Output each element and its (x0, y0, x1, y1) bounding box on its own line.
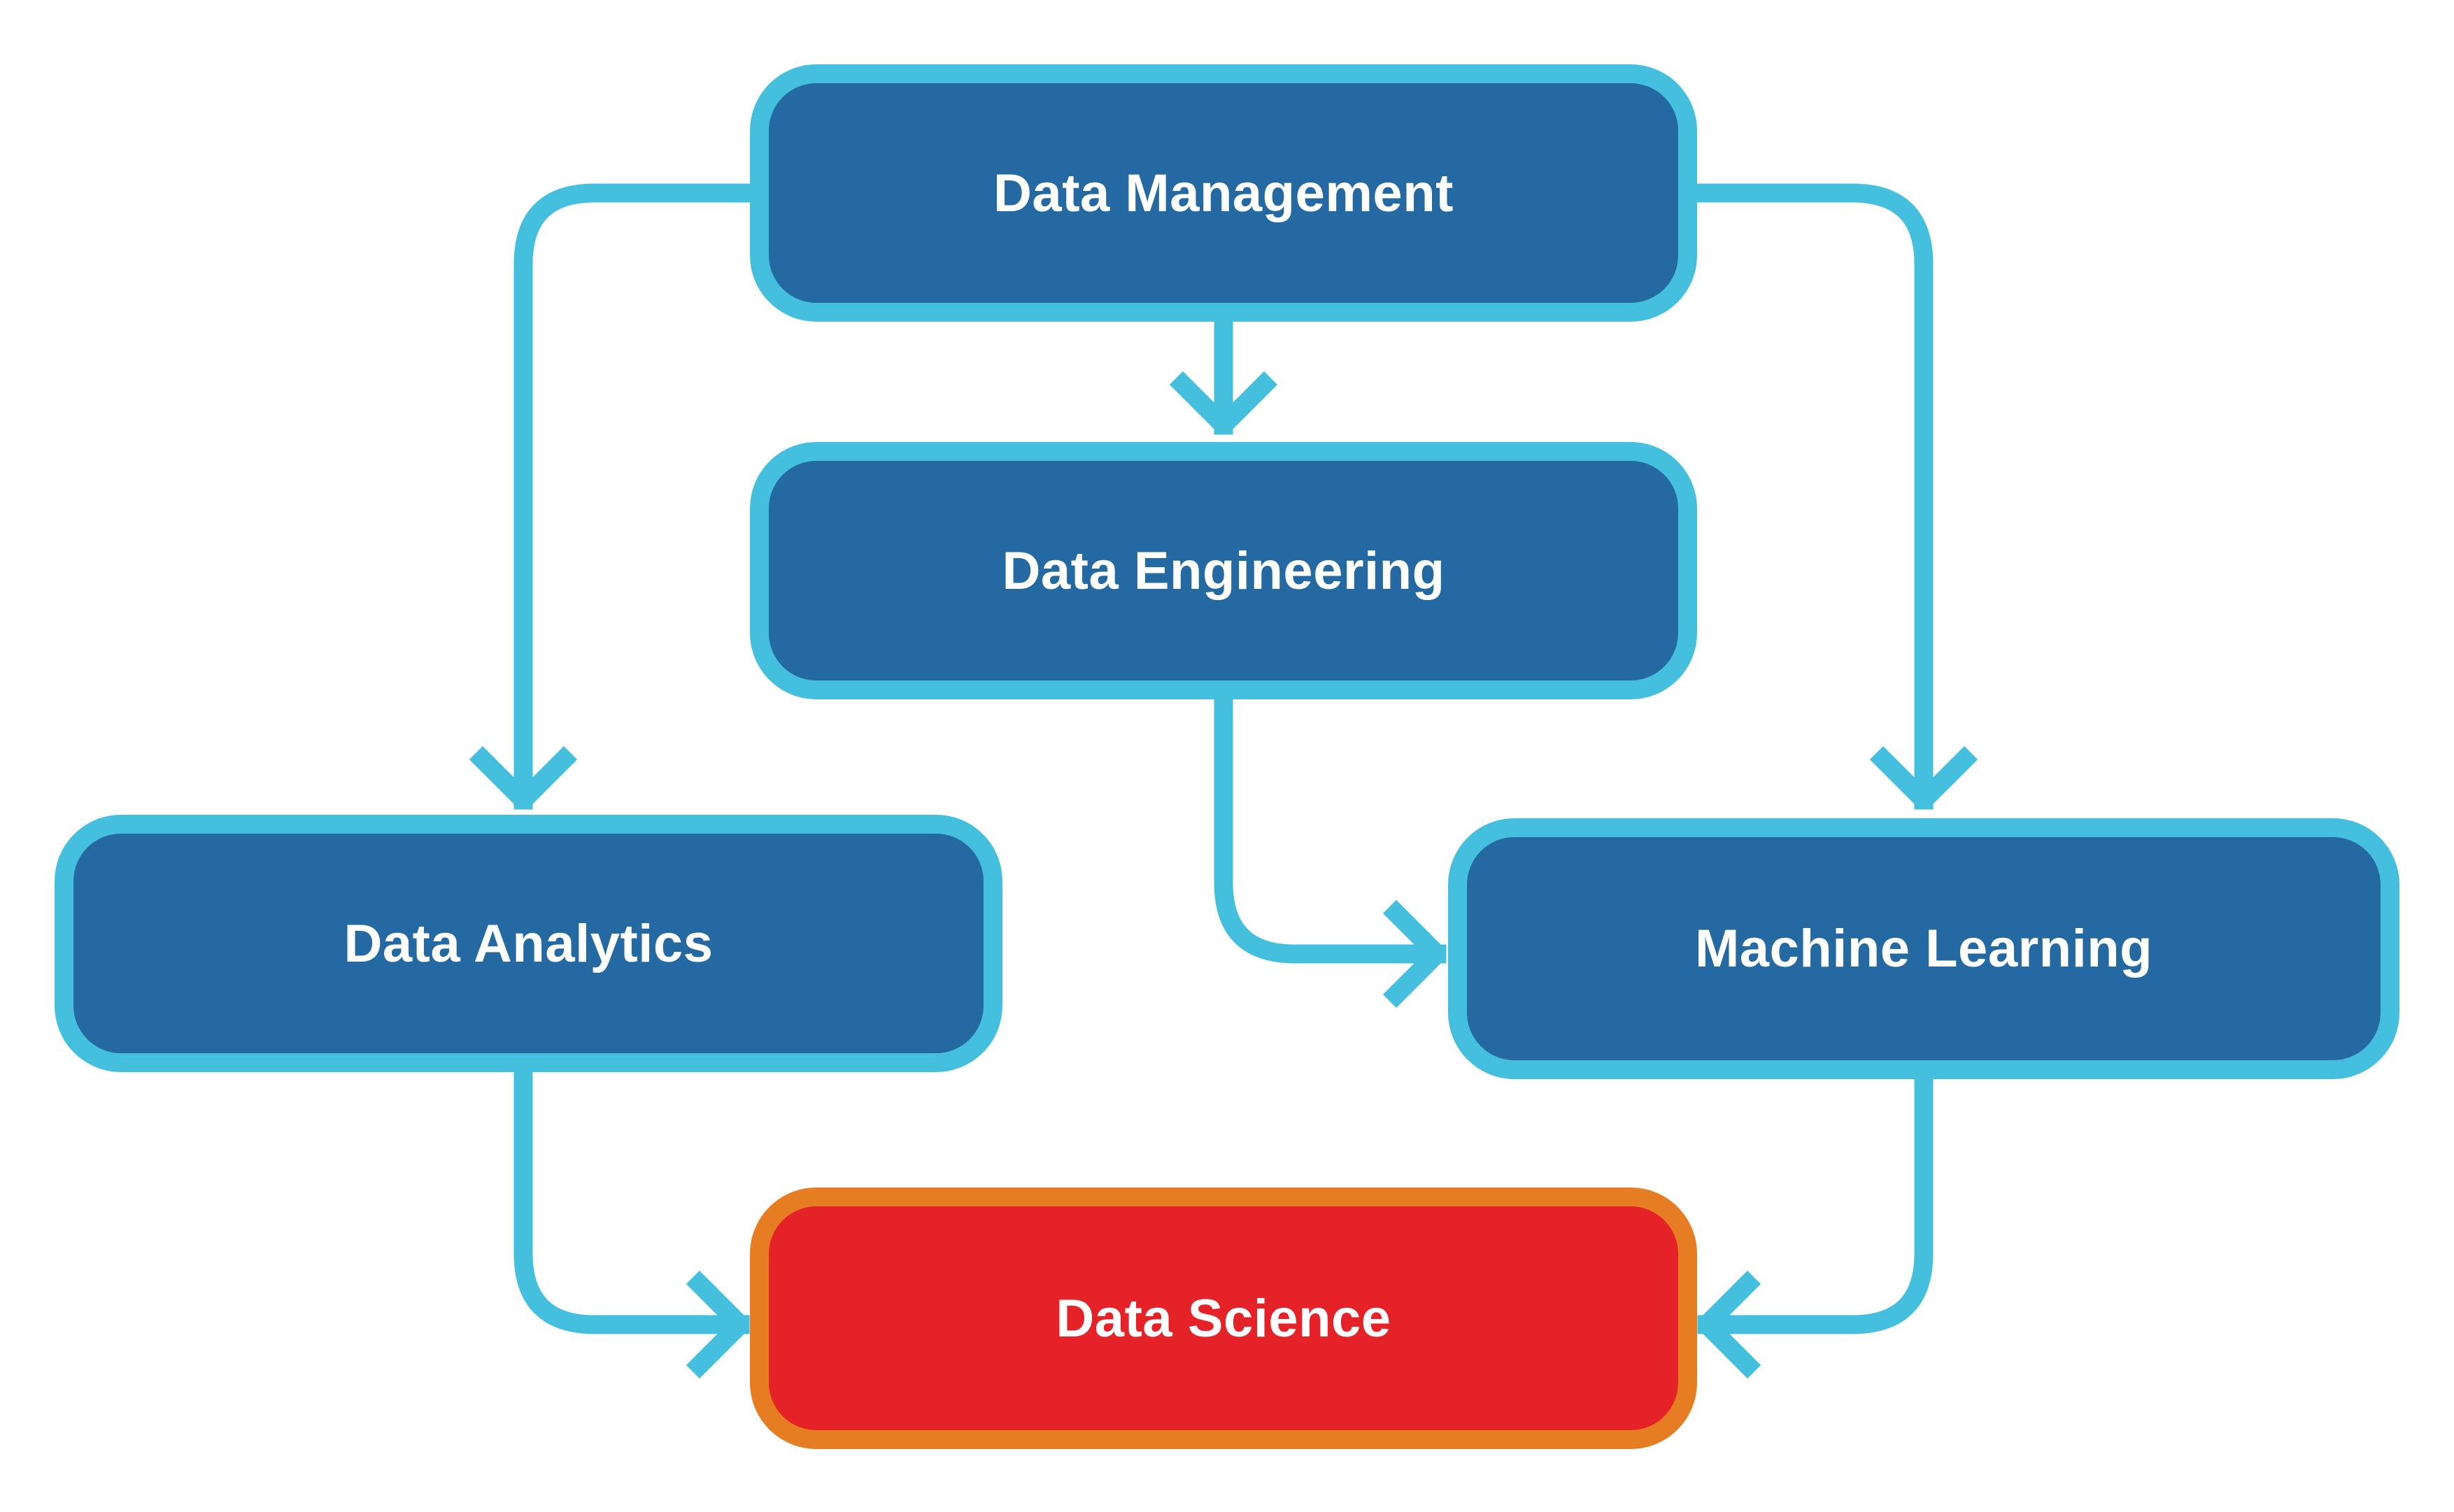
node-label-data-management: Data Management (993, 163, 1454, 223)
node-label-data-engineering: Data Engineering (1002, 541, 1445, 601)
node-label-data-science: Data Science (1056, 1288, 1391, 1348)
node-data-engineering: Data Engineering (750, 442, 1697, 699)
edge-analytics-to-science (513, 1062, 750, 1334)
node-data-management: Data Management (750, 64, 1697, 322)
edge-management-to-analytics (513, 183, 760, 810)
edge-ml-to-science (1697, 1069, 1934, 1334)
arrowhead-science-left (686, 1270, 750, 1379)
edge-engineering-to-ml (1214, 690, 1447, 964)
node-label-machine-learning: Machine Learning (1694, 919, 2153, 978)
arrowhead-engineering-top (1169, 371, 1278, 435)
node-data-science: Data Science (750, 1188, 1697, 1449)
arrowhead-ml-top (1869, 746, 1978, 810)
node-label-data-analytics: Data Analytics (343, 913, 714, 973)
node-data-analytics: Data Analytics (55, 815, 1002, 1072)
arrowhead-science-right (1697, 1270, 1761, 1379)
edge-management-to-ml (1687, 183, 1934, 810)
node-machine-learning: Machine Learning (1448, 818, 2399, 1079)
arrowhead-ml-left (1382, 899, 1447, 1008)
arrowhead-analytics-top (469, 746, 578, 810)
